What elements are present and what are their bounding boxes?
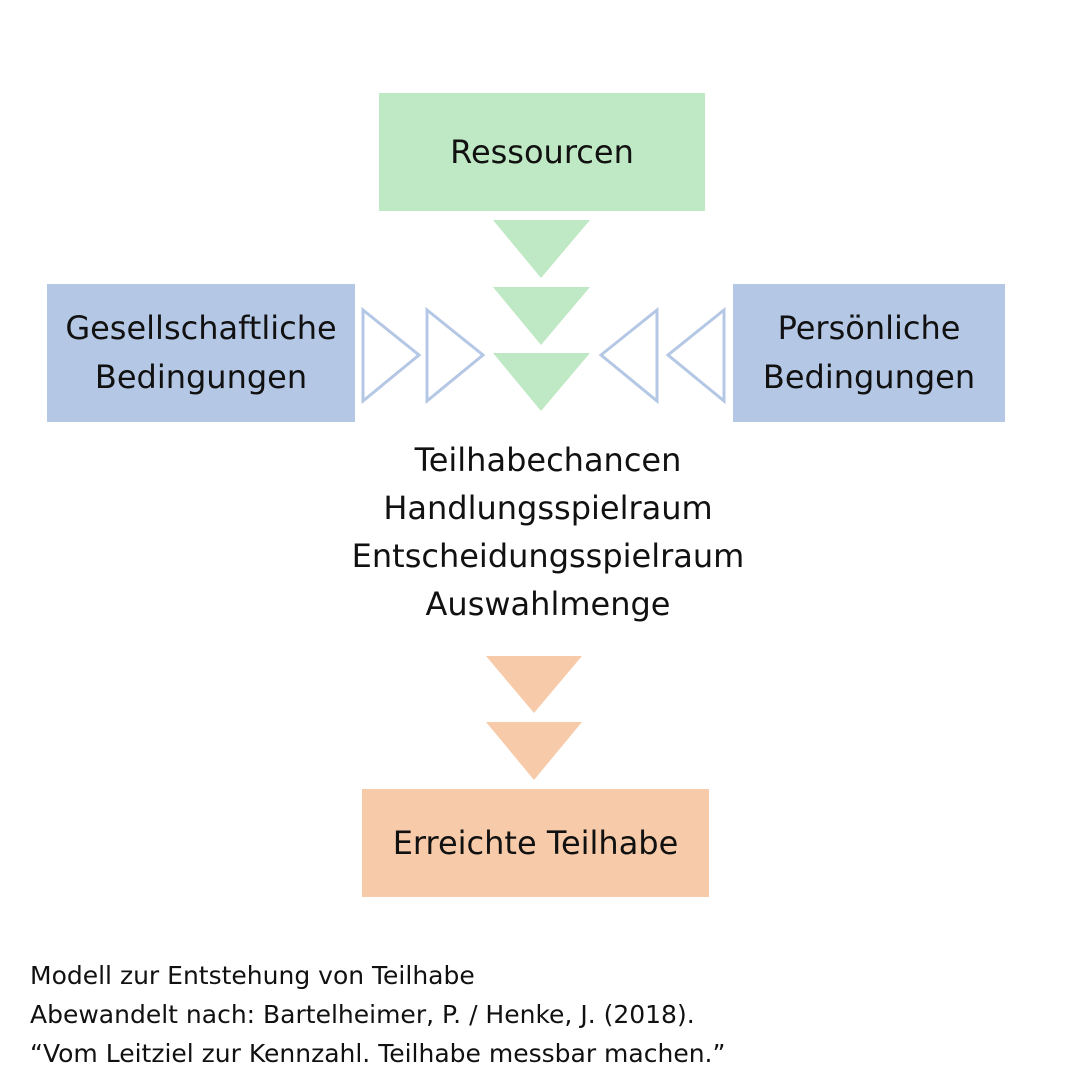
- gesellschaftliche-label-line-1: Gesellschaftliche: [65, 309, 337, 347]
- erreichte-teilhabe-label: Erreichte Teilhabe: [392, 824, 679, 862]
- green-down-arrow-1: [493, 220, 590, 278]
- persoenliche-label-line-1: Persönliche: [777, 309, 961, 347]
- caption-line-3: “Vom Leitziel zur Kennzahl. Teilhabe mes…: [30, 1039, 726, 1068]
- blue-right-arrow-1: [361, 306, 422, 405]
- gesellschaftliche-bedingungen-box: Gesellschaftliche Bedingungen: [47, 284, 355, 422]
- gesellschaftliche-label-line-2: Bedingungen: [94, 358, 308, 396]
- teilhabechancen-text: Teilhabechancen Handlungsspielraum Entsc…: [300, 436, 796, 628]
- green-down-arrow-3: [493, 353, 590, 411]
- orange-down-arrow-2: [486, 722, 582, 780]
- blue-left-arrow-2: [665, 306, 726, 405]
- blue-right-arrow-2: [425, 306, 486, 405]
- center-line-1: Teilhabechancen: [414, 441, 682, 479]
- center-line-2: Handlungsspielraum: [383, 489, 713, 527]
- caption: Modell zur Entstehung von Teilhabe Abewa…: [30, 956, 1060, 1073]
- green-down-arrow-2: [493, 287, 590, 345]
- erreichte-teilhabe-box: Erreichte Teilhabe: [362, 789, 709, 897]
- caption-line-1: Modell zur Entstehung von Teilhabe: [30, 961, 475, 990]
- blue-left-arrow-1: [598, 306, 659, 405]
- center-line-3: Entscheidungsspielraum: [351, 537, 745, 575]
- center-line-4: Auswahlmenge: [425, 585, 671, 623]
- orange-down-arrow-1: [486, 656, 582, 713]
- caption-line-2: Abewandelt nach: Bartelheimer, P. / Henk…: [30, 1000, 695, 1029]
- persoenliche-label-line-2: Bedingungen: [762, 358, 976, 396]
- persoenliche-bedingungen-box: Persönliche Bedingungen: [733, 284, 1005, 422]
- ressourcen-label: Ressourcen: [450, 133, 634, 171]
- ressourcen-box: Ressourcen: [379, 93, 705, 211]
